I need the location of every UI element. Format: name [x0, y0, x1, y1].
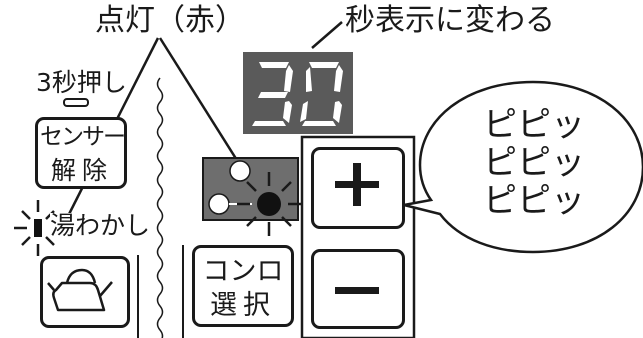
sensor-release-label-line2: 解除: [50, 156, 113, 185]
burner-select-label-line1: コンロ: [202, 256, 284, 287]
digit-0: [300, 62, 343, 126]
sensor-release-button[interactable]: センサー 解除: [35, 117, 127, 189]
bubble-line-1: ピピッ: [483, 105, 585, 145]
burner-indicator-panel: [202, 157, 299, 221]
kettle-led-on: [34, 219, 42, 237]
sensor-release-label-line1: センサー: [40, 124, 126, 150]
hold-3s-label: 3秒押し: [36, 68, 127, 97]
kettle-button[interactable]: [40, 256, 130, 328]
digit-3: [252, 62, 293, 126]
burner-led-off-top: [229, 160, 251, 182]
wavy-cut-line: [156, 77, 164, 338]
speech-bubble: [403, 80, 643, 254]
leader-line-display: [311, 21, 343, 49]
kettle-icon: [47, 268, 113, 312]
burner-select-label-line2: 選択: [210, 290, 276, 321]
plus-icon: [335, 163, 379, 206]
bubble-line-2: ピピッ: [483, 143, 585, 184]
burner-led-rays: [237, 172, 301, 236]
burner-led-off-left: [208, 193, 230, 215]
burner-select-button[interactable]: コンロ 選択: [192, 245, 294, 327]
led-on-callout: 点灯（赤）: [95, 3, 245, 38]
display-change-callout: 秒表示に変わる: [345, 3, 555, 38]
burner-led-on: [257, 192, 281, 216]
bubble-line-3: ピピッ: [483, 181, 585, 222]
bubble-text: ピピッ ピピッ ピピッ: [483, 106, 585, 220]
minus-icon: [335, 287, 379, 294]
kettle-label: 湯わかし: [50, 211, 151, 240]
plus-minus-frame: [300, 135, 416, 338]
sensor-indicator-led: [63, 98, 89, 107]
plus-button[interactable]: [311, 147, 405, 229]
minus-button[interactable]: [311, 249, 405, 329]
